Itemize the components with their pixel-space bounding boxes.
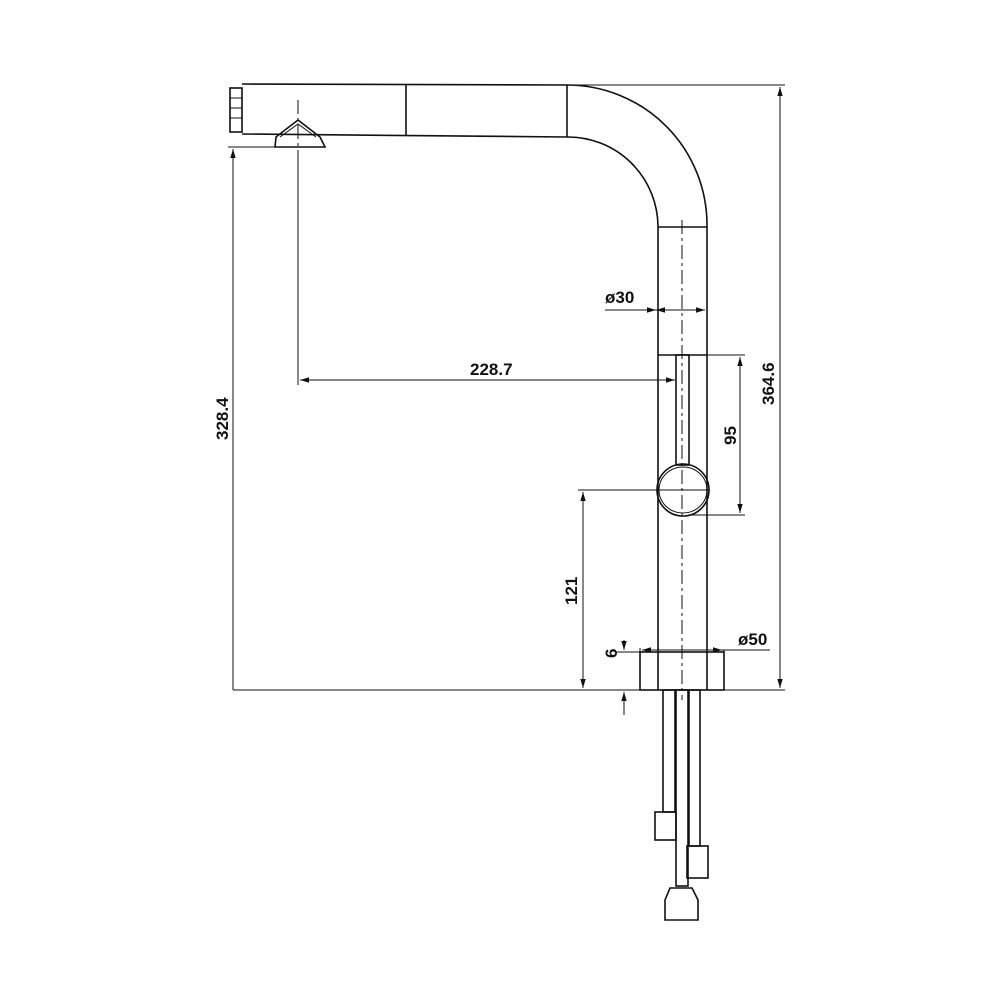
spray-end-cap [229,87,243,133]
dim-outlet-height: 328.4 [213,397,232,440]
dim-spout-reach: 228.7 [470,360,513,379]
hose-connector [664,887,699,921]
dim-spout-diameter: ø30 [605,288,634,307]
dim-handle-length: 95 [721,426,740,445]
dim-base-diameter: ø50 [738,630,767,649]
dim-total-height: 364.6 [759,362,778,405]
spout-inner-edge [241,133,659,690]
supply-hoses [654,689,709,921]
spout-outer-edge [241,83,708,690]
handle [656,354,710,517]
dim-base-thickness: 6 [602,649,621,658]
dim-handle-height: 121 [562,577,581,605]
hose-connector [686,845,709,879]
dimension-lines [228,84,785,715]
hose-connector [654,811,677,841]
handle-lever [675,354,690,466]
spout [229,83,708,700]
spray-outlet [274,118,327,148]
